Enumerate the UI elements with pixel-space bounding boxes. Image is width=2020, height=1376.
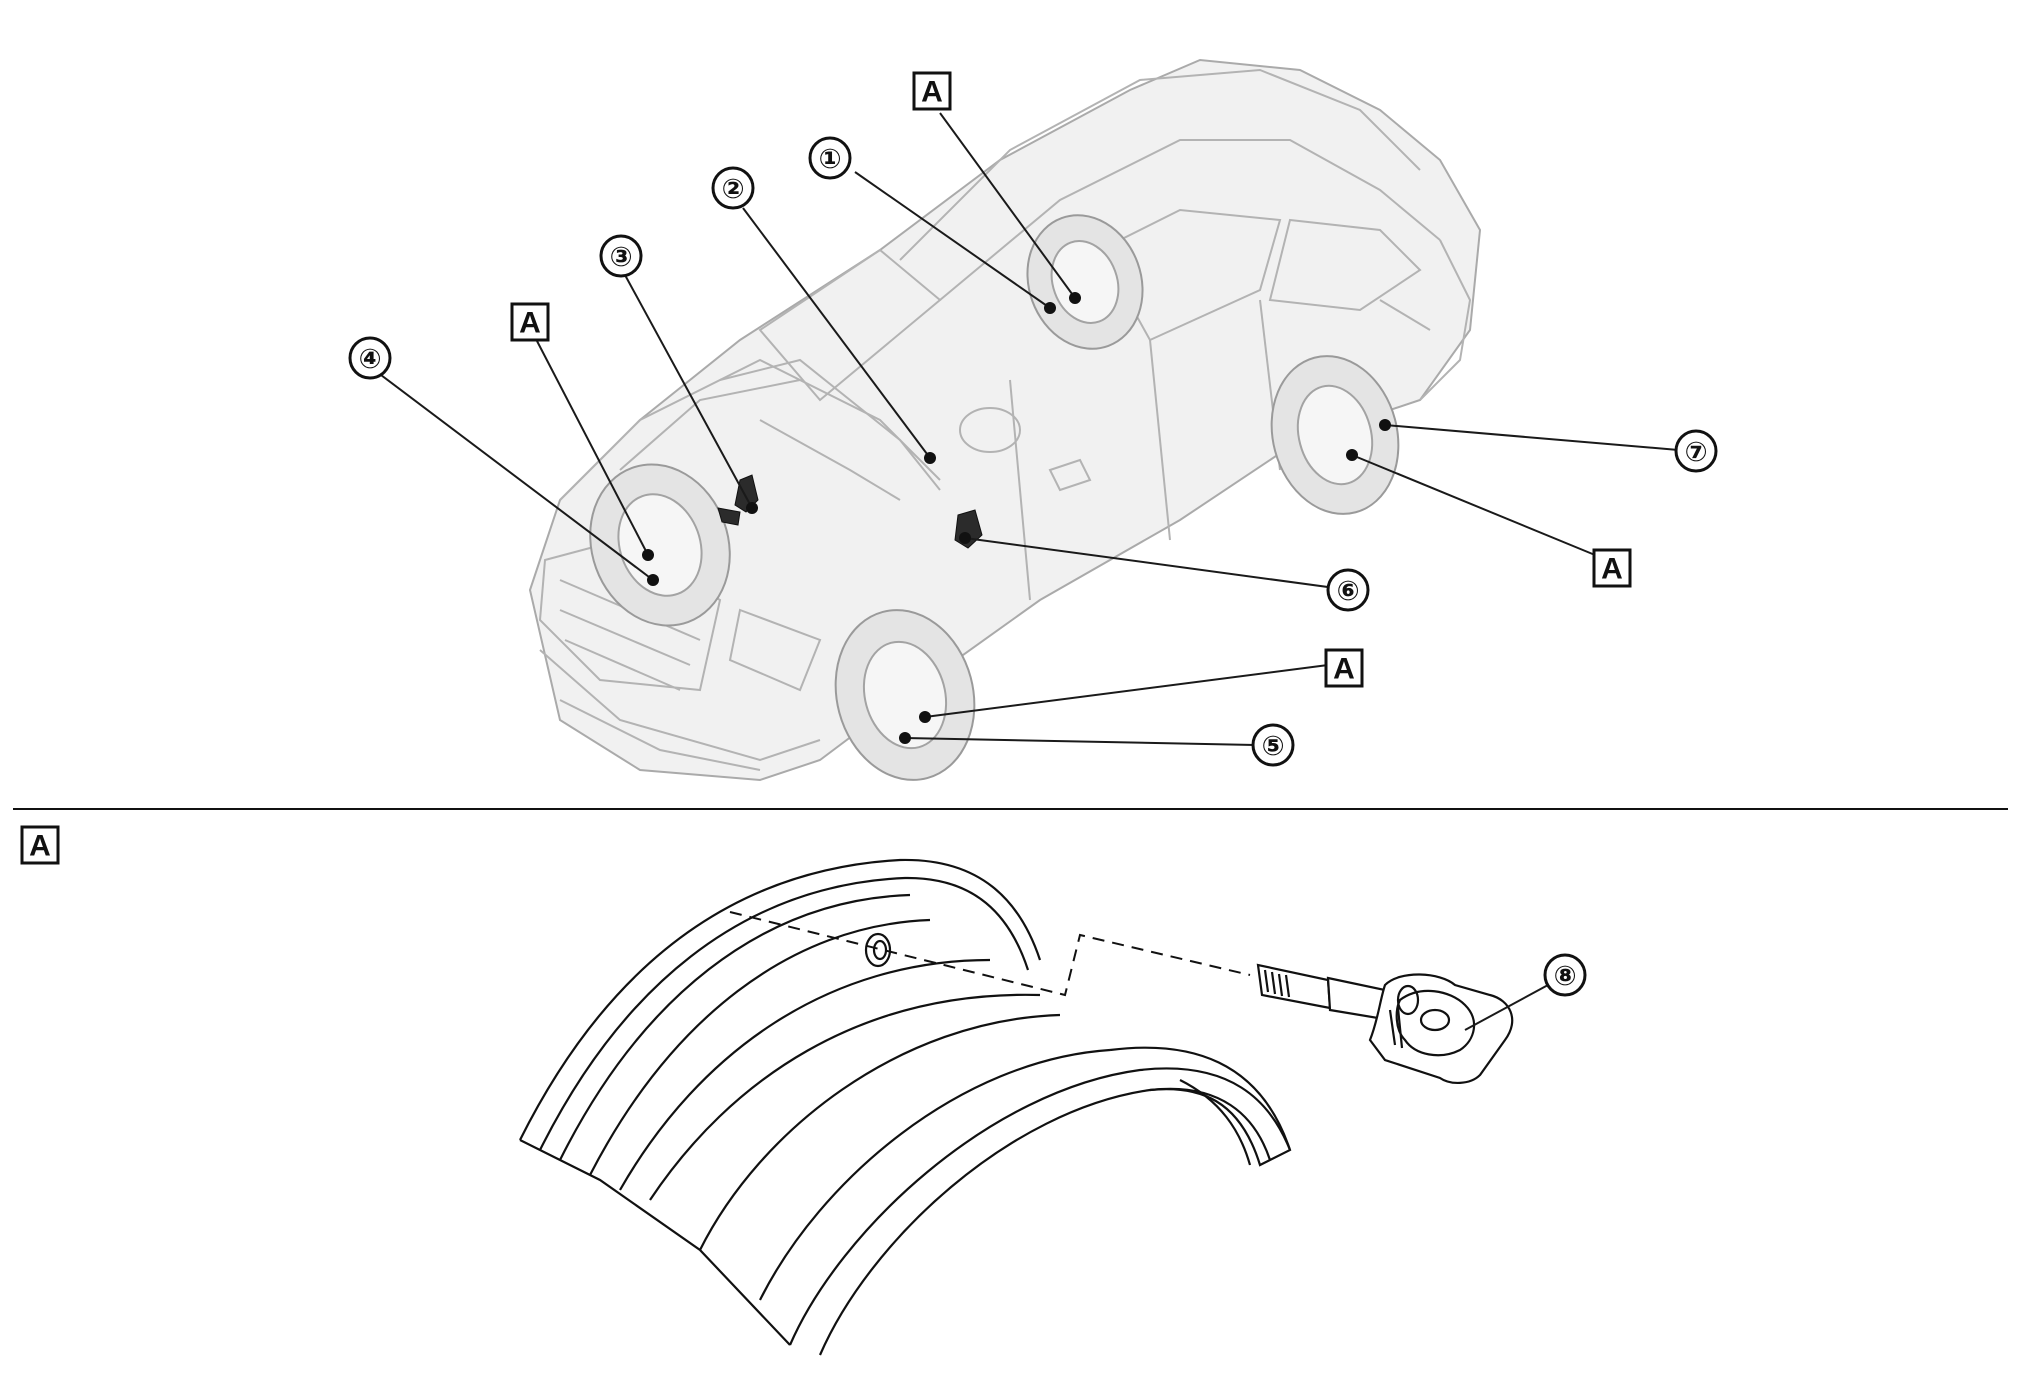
callout-8-label: ⑧ (1554, 961, 1577, 991)
box-label-a-bottom: A (1324, 648, 1364, 688)
box-label-a-top: A (912, 71, 952, 111)
detail-a-label-text: A (29, 830, 51, 863)
box-label-a-right: A (1592, 548, 1632, 588)
callout-3: ③ (599, 234, 643, 278)
callout-6-label: ⑥ (1337, 576, 1360, 606)
callout-8: ⑧ (1543, 953, 1587, 997)
leader-lines (380, 112, 1691, 746)
leader-8 (1464, 984, 1549, 1031)
callout-7-label: ⑦ (1685, 437, 1708, 467)
vehicle-illustration (528, 58, 1482, 782)
box-label-a-left-text: A (519, 307, 541, 340)
callout-4: ④ (348, 336, 392, 380)
tpms-sensor-illustration (1256, 963, 1514, 1084)
wheel-rim-illustration (519, 858, 1292, 1356)
callout-4-label: ④ (359, 344, 382, 374)
callout-6: ⑥ (1326, 568, 1370, 612)
callout-2: ② (711, 166, 755, 210)
callout-5-label: ⑤ (1262, 731, 1285, 761)
box-label-a-bottom-text: A (1333, 653, 1355, 686)
leader-dots (642, 292, 1391, 744)
box-label-a-left: A (510, 302, 550, 342)
callout-1: ① (808, 136, 852, 180)
callout-5: ⑤ (1251, 723, 1295, 767)
callout-2-label: ② (722, 174, 745, 204)
callout-3-label: ③ (610, 242, 633, 272)
box-label-a-right-text: A (1601, 553, 1623, 586)
callout-1-label: ① (819, 144, 842, 174)
detail-a-label: A (20, 825, 60, 865)
box-label-a-top-text: A (921, 76, 943, 109)
callout-7: ⑦ (1674, 429, 1718, 473)
